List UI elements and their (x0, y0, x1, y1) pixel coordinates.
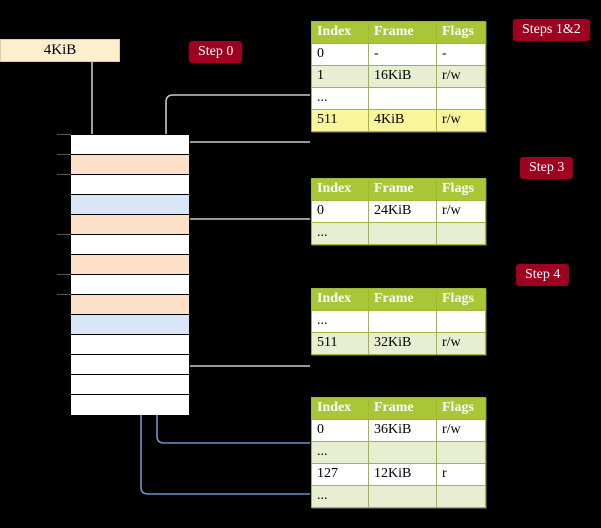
badge-step-0: Step 0 (189, 41, 243, 63)
column-header: Flags (436, 397, 486, 420)
table-cell: ... (311, 310, 369, 333)
badge-step-4: Step 4 (516, 264, 570, 286)
memory-tick (57, 274, 71, 275)
memory-cell (71, 155, 189, 175)
table-row: ... (311, 87, 486, 110)
column-header: Index (311, 397, 369, 420)
table-row: ... (311, 310, 486, 333)
table-row: ... (311, 441, 486, 464)
table-row: ... (311, 222, 486, 245)
table-row: 0-- (311, 43, 486, 66)
memory-cell (71, 395, 189, 415)
memory-tick (57, 234, 71, 235)
table-cell: ... (311, 485, 369, 508)
column-header: Frame (368, 288, 437, 311)
memory-tick (57, 174, 71, 175)
table-cell (368, 441, 437, 464)
table-cell (368, 310, 437, 333)
table-cell: 0 (311, 43, 369, 66)
table-cell (436, 485, 486, 508)
memory-cell (71, 295, 189, 315)
memory-column (70, 134, 190, 415)
memory-cell (71, 175, 189, 195)
table-cell: - (368, 43, 437, 66)
column-header: Index (311, 21, 369, 44)
table-cell: - (436, 43, 486, 66)
column-header: Flags (436, 288, 486, 311)
table-cell: 127 (311, 463, 369, 486)
column-header: Index (311, 178, 369, 201)
table-cell: ... (311, 441, 369, 464)
memory-cell (71, 195, 189, 215)
column-header: Frame (368, 397, 437, 420)
table-cell: r/w (436, 200, 486, 223)
memory-tick (57, 134, 71, 135)
wire-step3 (177, 218, 310, 259)
table-cell (436, 222, 486, 245)
table-cell: 12KiB (368, 463, 437, 486)
table-cell: r/w (436, 332, 486, 355)
table-cell: 0 (311, 419, 369, 442)
table-cell: 0 (311, 200, 369, 223)
memory-cell (71, 135, 189, 155)
table-cell: 24KiB (368, 200, 437, 223)
table-cell (368, 87, 437, 110)
source-block-4kib: 4KiB (0, 39, 120, 62)
badge-step-3: Step 3 (520, 157, 574, 179)
table-cell (368, 485, 437, 508)
column-header: Frame (368, 21, 437, 44)
memory-tick (57, 294, 71, 295)
table-cell: r/w (436, 419, 486, 442)
memory-cell (71, 215, 189, 235)
column-header: Flags (436, 178, 486, 201)
memory-cell (71, 355, 189, 375)
table-cell: 511 (311, 109, 369, 132)
table-cell: 32KiB (368, 332, 437, 355)
column-header: Flags (436, 21, 486, 44)
memory-cell (71, 235, 189, 255)
column-header: Frame (368, 178, 437, 201)
table-cell (436, 87, 486, 110)
table-cell: 16KiB (368, 65, 437, 88)
table-cell: ... (311, 222, 369, 245)
badge-steps-1-2: Steps 1&2 (513, 19, 590, 41)
table-cell: r/w (436, 65, 486, 88)
table-cell (436, 310, 486, 333)
column-header: Index (311, 288, 369, 311)
memory-cell (71, 275, 189, 295)
table-cell: 1 (311, 65, 369, 88)
memory-cell (71, 315, 189, 335)
table-cell (436, 441, 486, 464)
table-cell: 511 (311, 332, 369, 355)
table-cell: ... (311, 87, 369, 110)
memory-cell (71, 375, 189, 395)
memory-tick (57, 154, 71, 155)
table-cell: 4KiB (368, 109, 437, 132)
memory-cell (71, 255, 189, 275)
memory-cell (71, 335, 189, 355)
table-cell (368, 222, 437, 245)
table-cell: r (436, 463, 486, 486)
table-cell: r/w (436, 109, 486, 132)
table-cell: 36KiB (368, 419, 437, 442)
table-row: ... (311, 485, 486, 508)
